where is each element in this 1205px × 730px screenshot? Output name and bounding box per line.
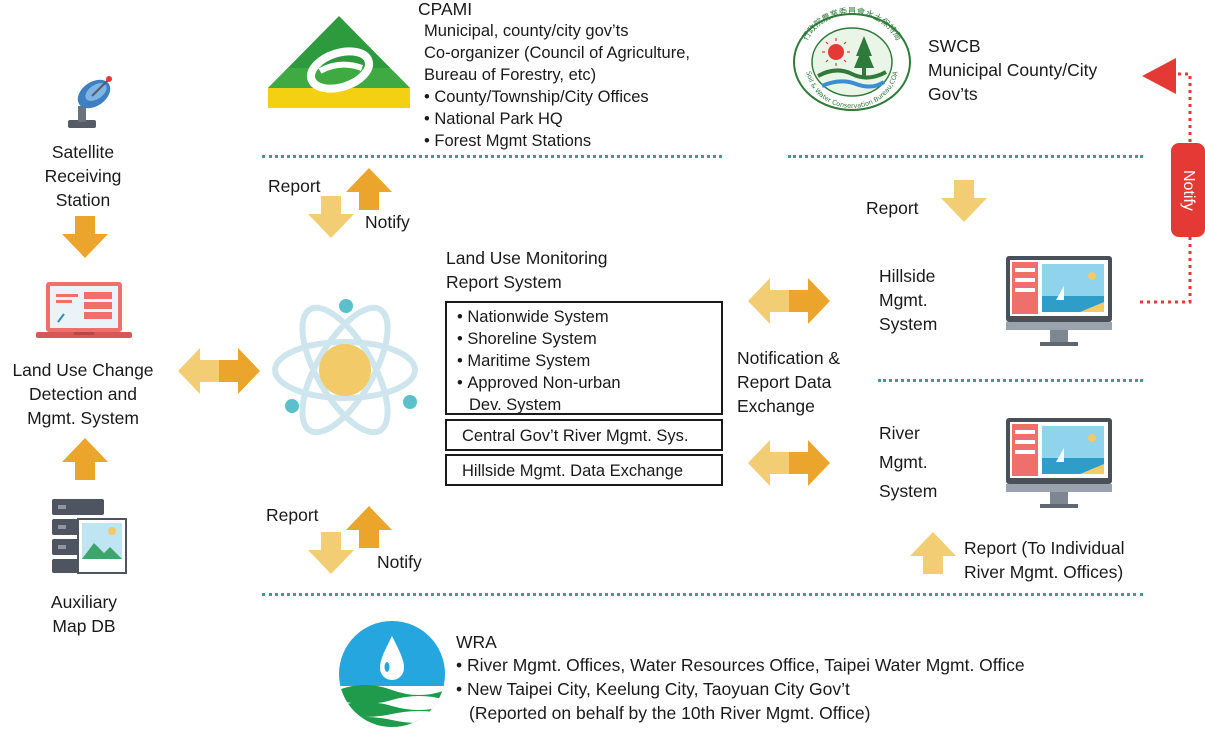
notify-pill-label: Notify [1180,169,1197,211]
wra-bullet: New Taipei City, Keelung City, Taoyuan C… [456,677,1025,701]
hillside-label: Hillside Mgmt. System [879,264,937,336]
detection-label-line: Mgmt. System [27,408,139,428]
notify-arrow-up-icon [346,506,392,548]
cpami-bullet: National Park HQ [424,108,690,130]
arrow-up-icon [62,438,108,480]
cpami-line: Municipal, county/city gov’ts [424,22,629,40]
detection-label: Land Use Change Detection and Mgmt. Syst… [0,358,166,430]
hillside-label-line: Hillside [879,266,936,286]
cpami-logo-icon [268,16,410,108]
detection-label-line: Land Use Change [12,360,154,380]
river-label-line: River [879,423,920,443]
system-item: Approved Non-urban [457,372,721,394]
exchange-label-line: Notification & [737,348,841,368]
bidirectional-arrow-icon [748,278,830,324]
bidirectional-arrow-icon [748,440,830,486]
notify-arrow-up-icon [346,168,392,210]
separator-bottom [262,593,1143,596]
river-sys-box: Central Gov’t River Mgmt. Sys. [445,419,723,451]
monitor-icon [1006,256,1112,346]
system-item: Maritime System [457,350,721,372]
exchange-label-line: Report Data [737,372,832,392]
cpami-bullet: Forest Mgmt Stations [424,130,690,152]
satellite-label-line: Receiving [44,166,122,186]
report-arrow-down-icon [308,196,354,238]
monitor-icon [1006,418,1112,508]
satellite-label-line: Satellite [51,142,115,162]
river-label: River Mgmt. System [879,419,937,506]
swcb-text-block: SWCB Municipal County/City Gov’ts [928,34,1097,106]
hillside-label-line: Mgmt. [879,290,928,310]
hillside-label-line: System [879,314,938,334]
swcb-line: Municipal County/City [928,60,1098,80]
river-label-line: System [879,481,938,501]
satellite-dish-icon [68,76,112,128]
system-item-continuation: Dev. System [469,396,562,414]
exchange-label-line: Exchange [737,396,815,416]
swcb-seal-icon: 行政院農業委員會水土保持局 Soil & Water Conservation … [793,6,911,111]
cpami-line: Bureau of Forestry, etc) [424,66,597,84]
notify-label-bottom: Notify [377,552,422,572]
report-label-top: Report [268,176,321,196]
notify-pill [1171,143,1205,237]
auxiliary-label-line: Auxiliary [50,592,118,612]
notify-arrowhead [1142,58,1176,94]
arrow-down-icon [62,216,108,258]
separator-middle-right [878,379,1143,382]
bidirectional-arrow-icon [178,348,260,394]
satellite-label: Satellite Receiving Station [20,140,146,212]
swcb-line: Gov’ts [928,84,978,104]
cpami-name: CPAMI [418,0,473,19]
cpami-bullet: County/Township/City Offices [424,86,690,108]
laptop-icon [36,282,132,338]
cpami-line: Co-organizer (Council of Agriculture, [424,44,690,62]
separator-top-right [788,155,1143,158]
report-river-label: Report (To Individual River Mgmt. Office… [964,536,1125,584]
wra-logo-icon [339,621,445,727]
wra-continuation: (Reported on behalf by the 10th River Mg… [469,703,871,723]
auxiliary-label: Auxiliary Map DB [22,590,146,638]
system-item: Shoreline System [457,328,721,350]
wra-bullet: River Mgmt. Offices, Water Resources Off… [456,653,1025,677]
monitoring-title: Land Use Monitoring Report System [446,246,607,294]
report-arrow-down-icon [308,532,354,574]
report-arrow-down-icon [941,180,987,222]
wra-name: WRA [456,632,497,652]
report-label-bottom: Report [266,505,319,525]
detection-label-line: Detection and [29,384,137,404]
systems-box: Nationwide System Shoreline System Marit… [445,301,723,415]
notify-label-top: Notify [365,212,410,232]
report-label-right: Report [866,198,919,218]
hillside-exchange-box: Hillside Mgmt. Data Exchange [445,454,723,486]
monitoring-title-line: Land Use Monitoring [446,248,608,268]
river-label-line: Mgmt. [879,452,928,472]
monitoring-title-line: Report System [446,272,562,292]
cpami-text-block: Municipal, county/city gov’ts Co-organiz… [424,20,690,152]
separator-top-left [262,155,722,158]
swcb-name: SWCB [928,36,981,56]
report-arrow-up-icon [910,532,956,574]
auxiliary-label-line: Map DB [52,616,116,636]
report-river-label-line: River Mgmt. Offices) [964,562,1124,582]
system-item: Nationwide System [457,306,721,328]
report-river-label-line: Report (To Individual [964,538,1125,558]
exchange-label: Notification & Report Data Exchange [737,346,840,418]
wra-text-block: River Mgmt. Offices, Water Resources Off… [456,653,1025,725]
atom-icon [272,299,418,436]
satellite-label-line: Station [55,190,111,210]
map-database-icon [52,499,127,574]
